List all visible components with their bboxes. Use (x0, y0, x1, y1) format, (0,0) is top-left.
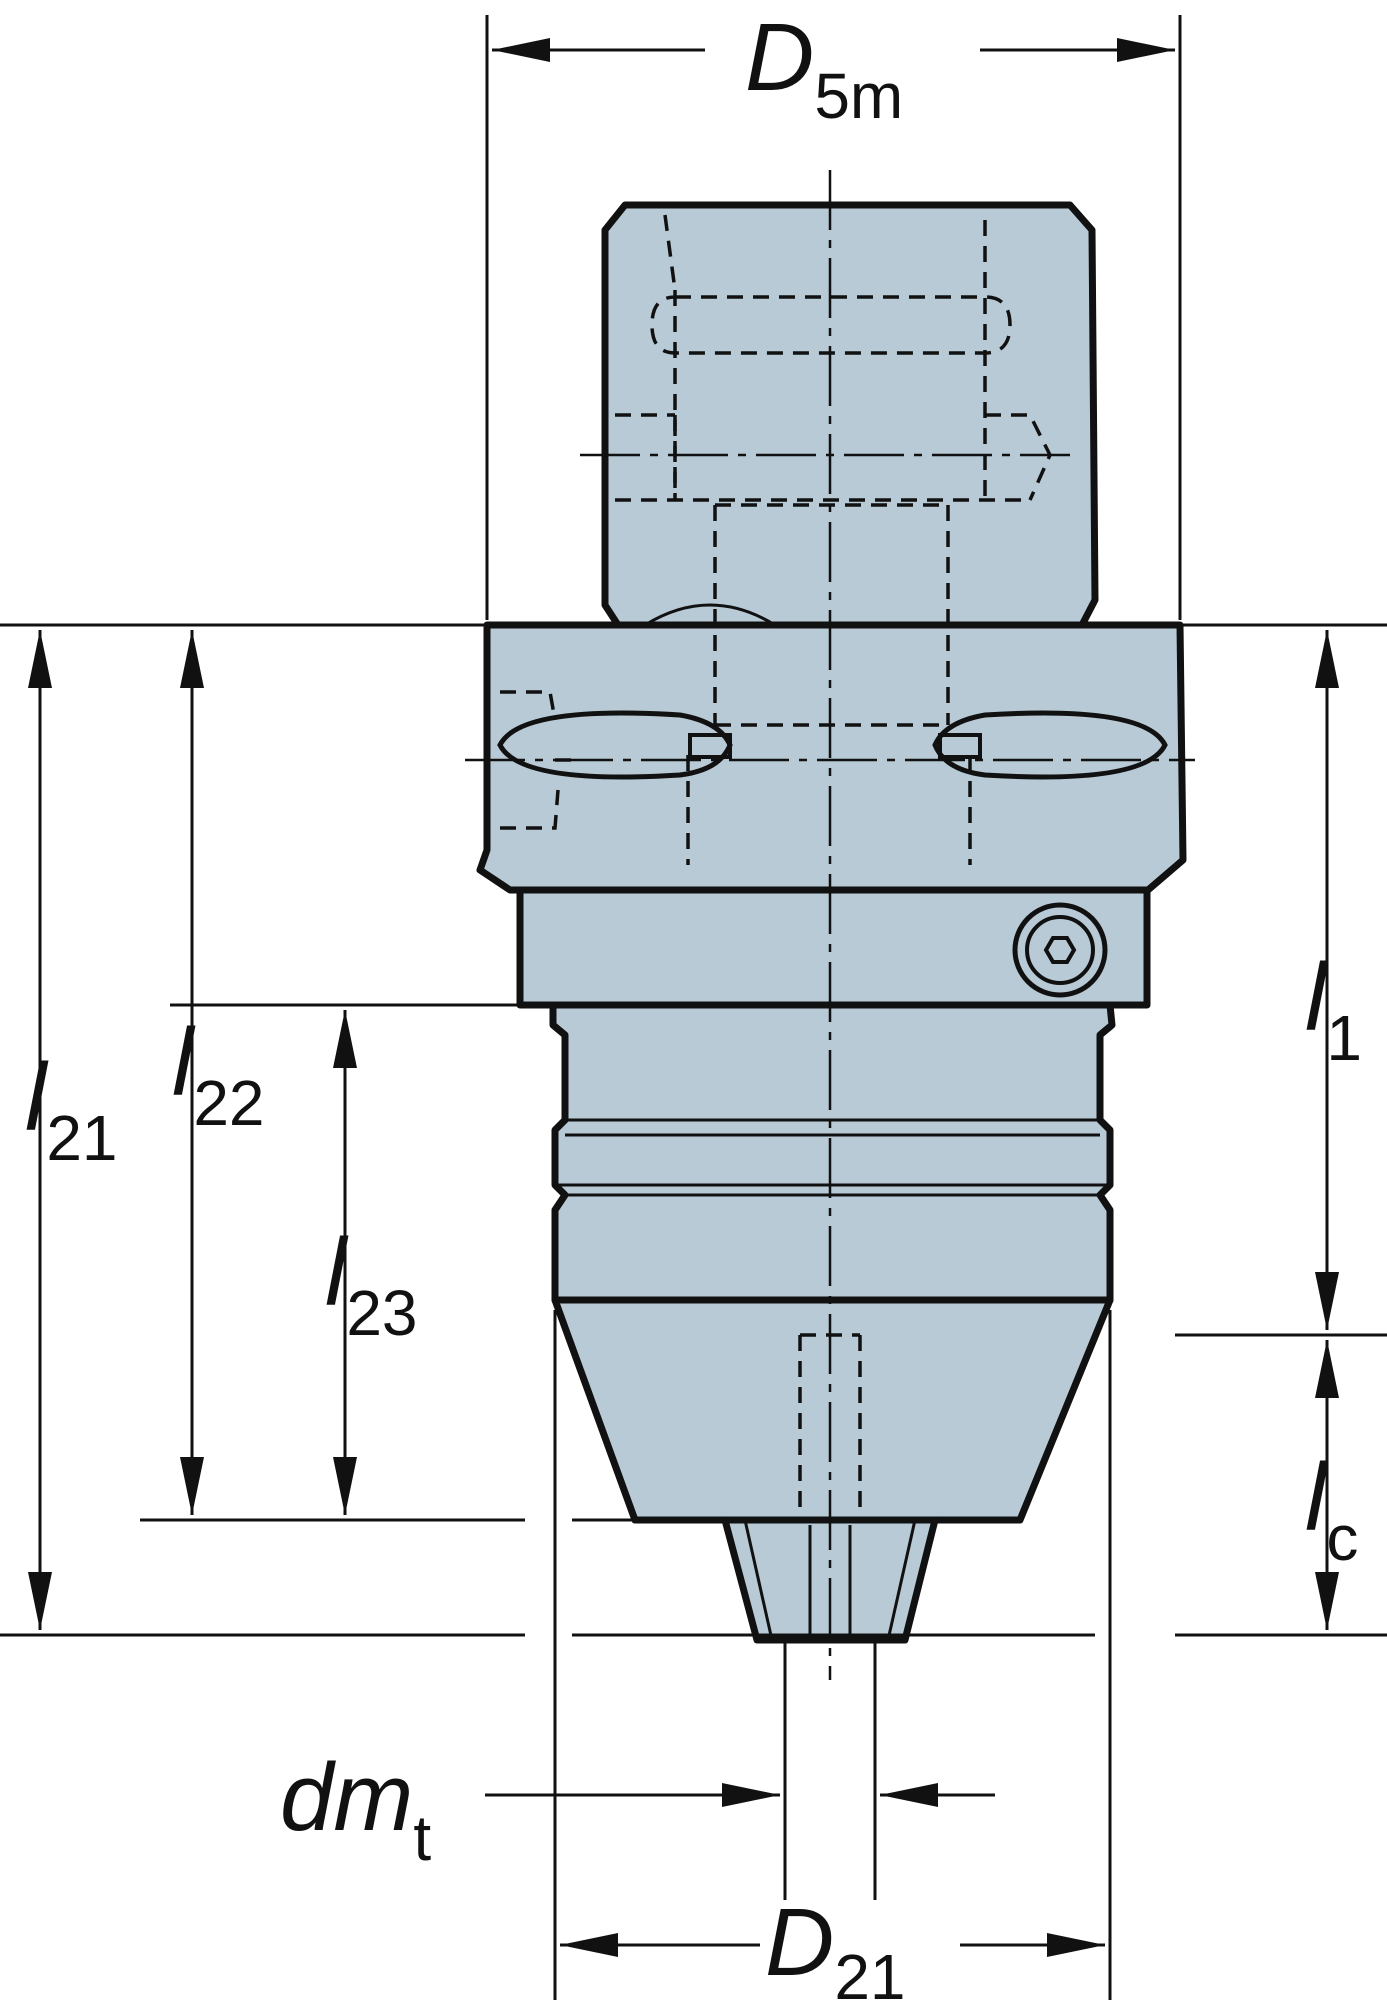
center-lines (465, 170, 1195, 1680)
dimension-lines (0, 15, 1387, 2000)
taper-nose (551, 1296, 1114, 1524)
label-l21: l21 (25, 1044, 118, 1174)
label-d5m: D5m (745, 4, 903, 132)
grooved-section (549, 1001, 1116, 1304)
tool-body (476, 201, 1187, 1644)
set-screw-icon (1012, 902, 1108, 998)
label-l1: l1 (1305, 944, 1362, 1074)
drive-key-left (497, 710, 733, 780)
label-l22: l22 (172, 1009, 265, 1139)
label-dmt: dmt (280, 1744, 431, 1874)
label-lc: lc (1305, 1444, 1358, 1574)
dimension-labels: D5m l21 l22 l23 l1 lc dmt D21 (25, 4, 1362, 2000)
hidden-lines (500, 214, 1052, 1510)
label-d21: D21 (765, 1889, 906, 2000)
label-l23: l23 (325, 1219, 418, 1349)
